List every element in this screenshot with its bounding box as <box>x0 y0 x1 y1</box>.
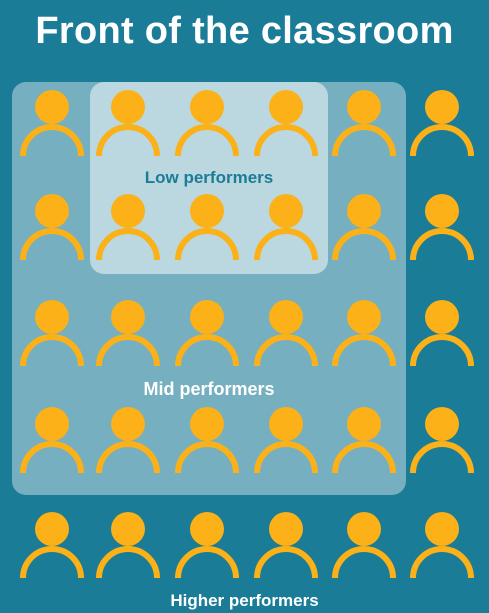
person-icon <box>172 190 242 262</box>
person-icon <box>172 86 242 158</box>
person-icon <box>407 296 477 368</box>
person-icon <box>407 190 477 262</box>
person-icon <box>329 508 399 580</box>
mid-performers-label: Mid performers <box>143 379 275 399</box>
person-icon <box>251 86 321 158</box>
person-icon <box>17 403 87 475</box>
person-icon <box>172 508 242 580</box>
person-icon <box>329 86 399 158</box>
higher-performers-label: Higher performers <box>170 591 319 610</box>
person-icon <box>251 296 321 368</box>
person-icon <box>17 296 87 368</box>
person-icon <box>93 508 163 580</box>
person-icon <box>329 190 399 262</box>
person-icon <box>251 190 321 262</box>
page-title: Front of the classroom <box>35 10 454 52</box>
person-icon <box>329 296 399 368</box>
person-icon <box>251 403 321 475</box>
person-icon <box>172 296 242 368</box>
person-icon <box>172 403 242 475</box>
person-icon <box>93 403 163 475</box>
person-icon <box>329 403 399 475</box>
person-icon <box>17 86 87 158</box>
person-icon <box>17 508 87 580</box>
person-icon <box>93 296 163 368</box>
person-icon <box>17 190 87 262</box>
person-icon <box>407 403 477 475</box>
person-icon <box>93 86 163 158</box>
person-icon <box>251 508 321 580</box>
low-performers-label: Low performers <box>144 168 274 187</box>
person-icon <box>407 508 477 580</box>
person-icon <box>93 190 163 262</box>
person-icon <box>407 86 477 158</box>
